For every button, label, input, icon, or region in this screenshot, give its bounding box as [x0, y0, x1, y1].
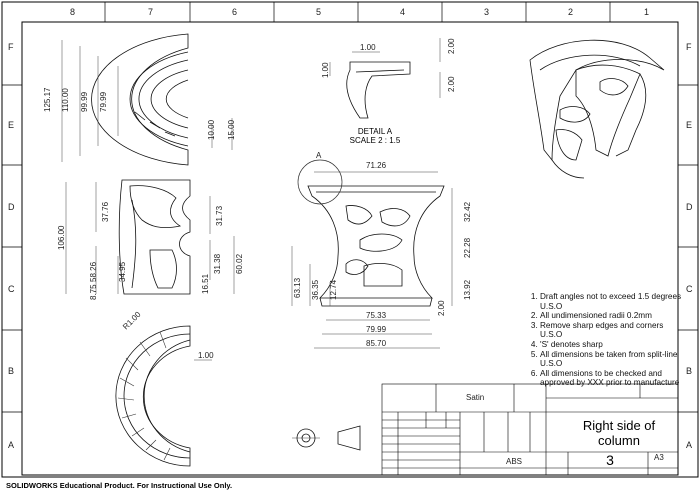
top-view-dimlines: [61, 40, 233, 162]
dimension-label: 32.42: [463, 201, 472, 222]
zone-row-label: E: [8, 120, 14, 130]
inner-border: [21, 21, 679, 476]
detail-a-caption: DETAIL A SCALE 2 : 1.5: [340, 127, 410, 145]
detail-a-scale: SCALE 2 : 1.5: [349, 136, 401, 145]
zone-row-label: C: [686, 284, 693, 294]
dimension-label: 8.75: [89, 284, 98, 300]
note-item: Draft angles not to exceed 1.5 degrees U…: [540, 292, 686, 311]
dimension-label: 79.99: [99, 91, 108, 112]
drawing-title: Right side of column: [560, 418, 678, 448]
note-item: Remove sharp edges and corners U.S.O: [540, 321, 686, 340]
front-view-dimlines: [291, 171, 453, 349]
zone-row-label: D: [686, 202, 693, 212]
dimension-label: 99.99: [80, 91, 89, 112]
zone-col-label: 7: [148, 7, 153, 17]
front-view: [297, 159, 445, 307]
note-item: All dimensions be taken from split-line …: [540, 350, 686, 369]
dimension-label: 12.74: [329, 279, 338, 300]
drawing-title-line1: Right side of: [582, 418, 656, 433]
detail-callout-letter: A: [316, 151, 322, 160]
zone-row-label: B: [686, 366, 692, 376]
dimension-label: 106.00: [57, 225, 66, 250]
dimension-label: 15.00: [227, 119, 236, 140]
zone-row-label: B: [8, 366, 14, 376]
dimension-label: 34.95: [118, 261, 127, 282]
dimension-label: 1.00: [360, 43, 376, 52]
title-block: [381, 383, 679, 476]
dimension-label: 1.00: [198, 351, 214, 360]
dimension-label: 22.28: [463, 237, 472, 258]
drawing-number: 3: [606, 452, 614, 468]
drawing-title-line2: column: [598, 433, 640, 448]
dimension-label: 2.00: [447, 38, 456, 54]
front-view-dims: 71.26 32.42 22.28 13.92 2.00 63.13 36.35…: [293, 161, 472, 348]
zone-col-label: 5: [316, 7, 321, 17]
top-view: [91, 33, 189, 166]
isometric-view: [529, 39, 665, 179]
detail-a-view: [346, 61, 411, 119]
note-item: 'S' denotes sharp: [540, 340, 686, 350]
zone-col-label: 3: [484, 7, 489, 17]
dimension-label: 85.70: [366, 339, 387, 348]
zone-row-label: A: [686, 440, 692, 450]
dimension-label: 58.26: [89, 261, 98, 282]
zone-row-label: C: [8, 284, 15, 294]
side-view-dims: 37.76 106.00 58.26 34.95 8.75 16.51 31.3…: [57, 201, 244, 331]
dimension-label: 1.00: [321, 62, 330, 78]
zone-row-label: D: [8, 202, 15, 212]
detail-dims: 1.00 1.00 2.00 2.00: [321, 38, 456, 92]
dimension-label: 75.33: [366, 311, 387, 320]
dimension-label: R1.00: [121, 310, 143, 332]
dimension-label: 2.00: [437, 300, 446, 316]
dimension-label: 31.73: [215, 205, 224, 226]
dimension-label: 63.13: [293, 277, 302, 298]
projection-symbol-icon: [292, 425, 361, 451]
zone-row-label: F: [686, 42, 692, 52]
zone-col-label: 8: [70, 7, 75, 17]
note-item: All dimensions to be checked and approve…: [540, 369, 686, 388]
outer-border: [1, 1, 699, 478]
finish-value: Satin: [466, 393, 484, 402]
drawing-notes: Draft angles not to exceed 1.5 degrees U…: [526, 292, 686, 388]
detail-dimlines: [329, 38, 441, 98]
dimension-label: 13.92: [463, 279, 472, 300]
zone-row-label: F: [8, 42, 14, 52]
note-item: All undimensioned radii 0.2mm: [540, 311, 686, 321]
sheet-size-value: A3: [654, 453, 664, 462]
detail-a-title: DETAIL A: [357, 127, 393, 136]
top-view-dims: 125.17 110.00 99.99 79.99 10.00 15.00: [43, 87, 236, 140]
zone-col-label: 6: [232, 7, 237, 17]
dimension-label: 10.00: [207, 119, 216, 140]
zone-col-label: 4: [400, 7, 405, 17]
zone-col-label: 1: [644, 7, 649, 17]
educational-watermark: SOLIDWORKS Educational Product. For Inst…: [6, 481, 233, 490]
material-value: ABS: [506, 457, 522, 466]
dimension-label: 79.99: [366, 325, 387, 334]
dimension-label: 36.35: [311, 279, 320, 300]
zone-row-label: A: [8, 440, 14, 450]
dimension-label: 71.26: [366, 161, 387, 170]
dimension-label: 37.76: [101, 201, 110, 222]
dimension-label: 60.02: [235, 253, 244, 274]
dimension-label: 2.00: [447, 76, 456, 92]
side-view-dimlines: [65, 182, 235, 294]
zone-row-label: E: [686, 120, 692, 130]
zone-ticks: [2, 2, 698, 413]
bottom-view: [115, 325, 191, 467]
dimension-label: 16.51: [201, 273, 210, 294]
dimension-label: 110.00: [61, 88, 70, 112]
zone-col-label: 2: [568, 7, 573, 17]
dimension-label: 125.17: [43, 87, 52, 112]
dimension-label: 31.38: [213, 253, 222, 274]
side-view: [118, 179, 191, 295]
zone-labels: 8 7 6 5 4 3 2 1 F E D C B A F E D C B A: [8, 7, 693, 450]
